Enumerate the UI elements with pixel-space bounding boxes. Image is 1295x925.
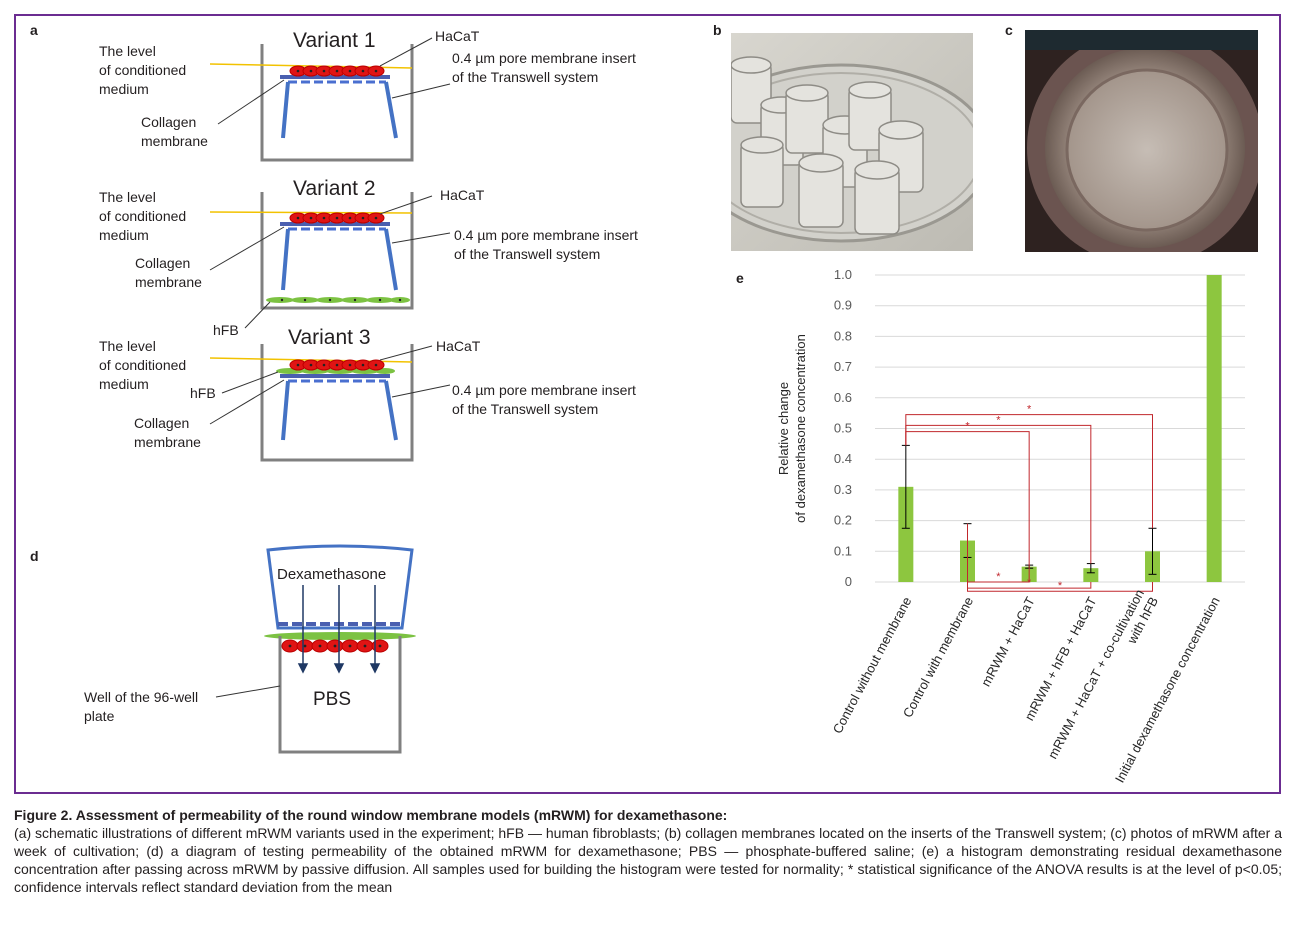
- significance-star: *: [1027, 404, 1032, 416]
- chart-grid: [875, 274, 1245, 583]
- panel-b-photo: [731, 33, 973, 251]
- panel-a-diagram: [209, 37, 451, 462]
- chart-significance-brackets: * * * * * *: [905, 404, 1153, 592]
- variant-2-title: Variant 2: [293, 177, 376, 200]
- significance-star: *: [996, 571, 1001, 583]
- dexamethasone-label: Dexamethasone: [277, 566, 387, 583]
- y-tick-label: 0.1: [834, 543, 852, 558]
- significance-star: *: [965, 421, 970, 433]
- y-tick-label: 0.5: [834, 421, 852, 436]
- panel-letter-e: e: [736, 270, 744, 286]
- variant-3-level-line1: The level: [99, 338, 156, 354]
- panel-letter-b: b: [713, 22, 722, 38]
- variant-1-level-line1: The level: [99, 43, 156, 59]
- significance-star: *: [1027, 577, 1032, 589]
- variant-1-level-line2: of conditioned: [99, 62, 187, 78]
- panel-letter-c: c: [1005, 22, 1013, 38]
- panel-d-diagram: [215, 544, 416, 754]
- x-tick-label-line: mRWM + HaCaT: [978, 594, 1038, 689]
- variant-2-insert-line1: 0.4 µm pore membrane insert: [454, 227, 638, 243]
- chart-y-tick-labels: 0 0.1 0.2 0.3 0.4 0.5 0.6 0.7 0.8 0.9 1.0: [834, 267, 852, 589]
- significance-star: *: [1058, 580, 1063, 592]
- y-tick-label: 0.6: [834, 390, 852, 405]
- variant-2-schematic: [209, 192, 451, 329]
- figure-caption: Figure 2. Assessment of permeability of …: [14, 806, 1282, 896]
- variant-2-level-line1: The level: [99, 189, 156, 205]
- panel-letter-a: a: [30, 22, 38, 38]
- y-tick-label: 0.4: [834, 451, 852, 466]
- variant-2-insert-line2: of the Transwell system: [454, 246, 601, 262]
- well-label-line1: Well of the 96-well: [84, 689, 199, 705]
- bar: [1083, 568, 1099, 582]
- variant-2-level-line3: medium: [99, 227, 149, 243]
- y-axis-label-line: of dexamethasone concentration: [793, 334, 808, 523]
- variant-2-hfb-label: hFB: [213, 322, 239, 338]
- variant-1-insert-line2: of the Transwell system: [452, 69, 599, 85]
- variant-3-insert-line2: of the Transwell system: [452, 401, 599, 417]
- variant-1-hacat-label: HaCaT: [435, 28, 480, 44]
- significance-star: *: [996, 414, 1001, 426]
- significance-bracket: [967, 523, 1030, 583]
- significance-bracket: [967, 582, 1153, 592]
- caption-text: (a) schematic illustrations of different…: [14, 825, 1282, 895]
- x-tick-label: Control with membrane: [900, 594, 976, 720]
- variant-1-collagen-line1: Collagen: [141, 114, 197, 130]
- variant-1-title: Variant 1: [293, 29, 376, 52]
- y-tick-label: 0.3: [834, 482, 852, 497]
- x-tick-label-line: Control with membrane: [900, 594, 976, 720]
- y-tick-label: 0.2: [834, 513, 852, 528]
- variant-2-collagen-line1: Collagen: [135, 255, 191, 271]
- bar: [1206, 275, 1222, 582]
- variant-3-collagen-line2: membrane: [134, 434, 201, 450]
- x-tick-label: mRWM + HaCaT: [978, 594, 1038, 689]
- significance-bracket: [905, 414, 1153, 529]
- bar: [898, 486, 914, 582]
- variant-3-hfb-label: hFB: [190, 385, 216, 401]
- pbs-label: PBS: [313, 689, 352, 710]
- variant-3-title: Variant 3: [288, 326, 371, 349]
- variant-3-insert-line1: 0.4 µm pore membrane insert: [452, 382, 636, 398]
- mrwm-culture-photo: [1025, 30, 1258, 252]
- y-tick-label: 1.0: [834, 267, 852, 282]
- significance-bracket: [905, 424, 1092, 564]
- y-tick-label: 0: [845, 574, 852, 589]
- panel-c-photo: [1025, 30, 1258, 252]
- variant-1-insert-line1: 0.4 µm pore membrane insert: [452, 50, 636, 66]
- well-label-line2: plate: [84, 708, 115, 724]
- y-tick-label: 0.8: [834, 328, 852, 343]
- caption-title: Figure 2. Assessment of permeability of …: [14, 807, 728, 823]
- y-tick-label: 0.7: [834, 359, 852, 374]
- variant-1-schematic: [209, 37, 451, 162]
- panel-e-bar-chart: 0 0.1 0.2 0.3 0.4 0.5 0.6 0.7 0.8 0.9 1.0 * * * * * * C…: [776, 267, 1245, 785]
- panel-letter-d: d: [30, 548, 39, 564]
- variant-1-level-line3: medium: [99, 81, 149, 97]
- variant-2-level-line2: of conditioned: [99, 208, 187, 224]
- variant-2-hacat-label: HaCaT: [440, 187, 485, 203]
- variant-3-level-line2: of conditioned: [99, 357, 187, 373]
- y-tick-label: 0.9: [834, 298, 852, 313]
- y-axis-label-line: Relative change: [776, 382, 791, 475]
- transwell-inserts-photo: [731, 33, 973, 251]
- variant-3-schematic: [209, 344, 451, 462]
- variant-3-level-line3: medium: [99, 376, 149, 392]
- chart-bars: [898, 275, 1222, 582]
- variant-3-collagen-line1: Collagen: [134, 415, 190, 431]
- variant-1-collagen-line2: membrane: [141, 133, 208, 149]
- variant-3-hacat-label: HaCaT: [436, 338, 481, 354]
- figure-frame: [14, 14, 1281, 794]
- variant-2-collagen-line2: membrane: [135, 274, 202, 290]
